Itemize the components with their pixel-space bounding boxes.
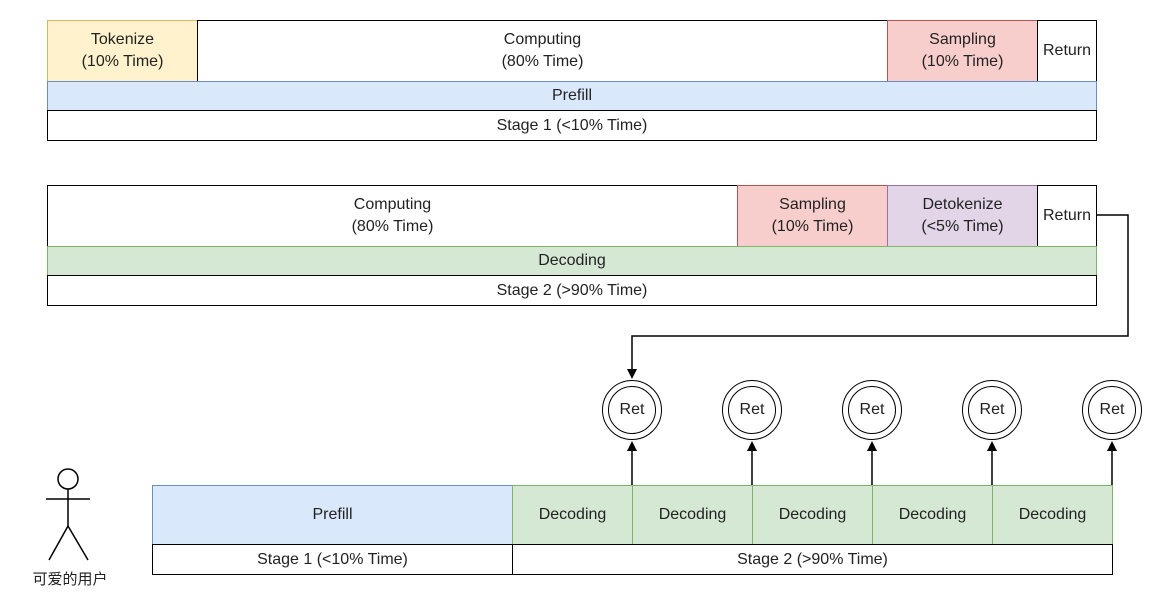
timeline-decoding-label: Decoding [538, 506, 607, 523]
prefill-sampling-label: Sampling (10% Time) [921, 31, 1004, 70]
timeline-prefill-box: Prefill [152, 485, 513, 545]
ret-node-3: Ret [842, 380, 902, 440]
ret-label: Ret [739, 401, 765, 418]
timeline-decoding-label: Decoding [1018, 506, 1087, 523]
decoding-return-label: Return [1042, 207, 1092, 224]
ret-node-2: Ret [722, 380, 782, 440]
user-icon [46, 468, 90, 561]
ret-node-1: Ret [602, 380, 662, 440]
stage1-label: Stage 1 (<10% Time) [496, 116, 648, 134]
user-label: 可爱的用户 [32, 570, 108, 588]
decoding-phase-label: Decoding [538, 252, 606, 269]
ret-node-inner: Ret [1088, 386, 1136, 434]
timeline-stage1-label: Stage 1 (<10% Time) [257, 550, 408, 568]
decoding-computing-box: Computing (80% Time) [47, 185, 738, 247]
prefill-return-label: Return [1042, 42, 1092, 59]
prefill-return-box: Return [1037, 20, 1097, 82]
tokenize-label: Tokenize (10% Time) [81, 31, 164, 70]
ret-node-5: Ret [1082, 380, 1142, 440]
timeline-prefill-label: Prefill [312, 506, 353, 523]
decoding-sampling-box: Sampling (10% Time) [737, 185, 888, 247]
tokenize-box: Tokenize (10% Time) [47, 20, 198, 82]
timeline-decoding-box-5: Decoding [992, 485, 1113, 545]
ret-node-4: Ret [962, 380, 1022, 440]
stage1-bar: Stage 1 (<10% Time) [47, 110, 1097, 141]
ret-label: Ret [1099, 401, 1125, 418]
ret-node-inner: Ret [848, 386, 896, 434]
timeline-stage2-label: Stage 2 (>90% Time) [737, 550, 888, 568]
ret-node-inner: Ret [968, 386, 1016, 434]
decoding-return-box: Return [1037, 185, 1097, 247]
ret-label: Ret [859, 401, 885, 418]
timeline-decoding-box-4: Decoding [872, 485, 993, 545]
timeline-stage1-bar: Stage 1 (<10% Time) [152, 544, 513, 575]
prefill-sampling-box: Sampling (10% Time) [887, 20, 1038, 82]
decoding-sampling-label: Sampling (10% Time) [771, 196, 854, 235]
detokenize-label: Detokenize (<5% Time) [921, 196, 1004, 235]
timeline-stage2-bar: Stage 2 (>90% Time) [512, 544, 1113, 575]
stage2-label: Stage 2 (>90% Time) [496, 281, 648, 299]
timeline-decoding-label: Decoding [898, 506, 967, 523]
ret-label: Ret [979, 401, 1005, 418]
ret-label: Ret [619, 401, 645, 418]
timeline-decoding-label: Decoding [658, 506, 727, 523]
ret-node-inner: Ret [608, 386, 656, 434]
prefill-computing-label: Computing (80% Time) [501, 31, 584, 70]
stage2-bar: Stage 2 (>90% Time) [47, 275, 1097, 306]
timeline-decoding-box-2: Decoding [632, 485, 753, 545]
prefill-phase-label: Prefill [551, 87, 592, 104]
timeline-decoding-box-3: Decoding [752, 485, 873, 545]
timeline-decoding-label: Decoding [778, 506, 847, 523]
return-to-ret-connector [627, 214, 1129, 379]
ret-node-inner: Ret [728, 386, 776, 434]
prefill-computing-box: Computing (80% Time) [197, 20, 888, 82]
decoding-computing-label: Computing (80% Time) [351, 196, 434, 235]
timeline-decoding-box-1: Decoding [512, 485, 633, 545]
